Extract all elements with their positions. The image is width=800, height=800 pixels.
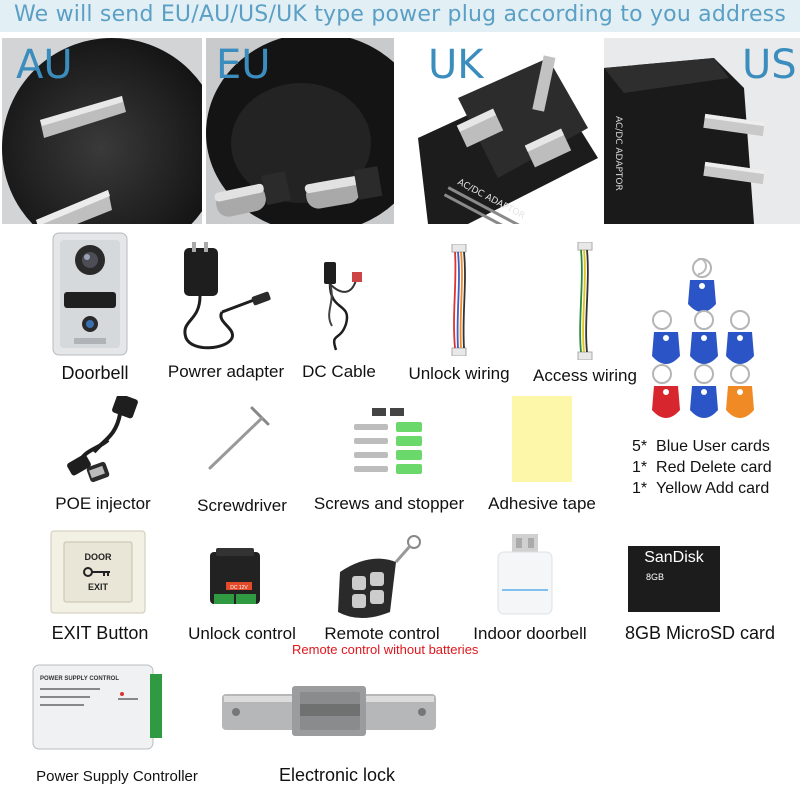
uk-label: UK [428,42,484,88]
unlock-wiring-image [440,243,480,357]
screwdriver-caption: Screwdriver [197,496,287,515]
screwdriver-image [204,404,274,474]
unlock-wiring-caption: Unlock wiring [408,364,510,383]
card-label-red: Red Delete card [656,459,772,476]
indoor-doorbell-caption: Indoor doorbell [473,624,587,643]
power-adapter-caption: Powrer adapter [167,362,285,381]
access-wiring-caption: Access wiring [533,366,637,385]
card-line-yellow: 1* Yellow Add card [632,480,769,498]
poe-injector-image [64,393,148,486]
unlock-control-image: DC 12V [206,546,264,610]
dc-cable-caption: DC Cable [302,362,376,381]
rfid-cards-image [650,257,790,434]
screws-image [344,408,434,482]
us-label: US [742,42,797,88]
sd-card-image: SanDisk 8GB [626,544,722,614]
unlock-control-label: DC 12V [230,585,248,591]
sd-card-caption: 8GB MicroSD card [624,623,776,643]
card-count-yellow: 1* [632,480,648,497]
remote-control-image [330,532,426,622]
exit-plate-top: DOOR [85,552,113,562]
electronic-lock-caption: Electronic lock [278,765,396,785]
card-line-red: 1* Red Delete card [632,459,772,477]
poe-injector-caption: POE injector [55,494,151,513]
us-adaptor-text: AC/DC ADAPTOR [613,116,623,191]
doorbell-image [52,232,128,356]
unlock-control-caption: Unlock control [188,624,296,643]
sd-brand: SanDisk [644,549,705,566]
sd-size: 8GB [646,572,664,582]
indoor-doorbell-image [496,534,554,616]
eu-plug-photo: EU [206,38,394,224]
exit-plate-bottom: EXIT [88,582,109,592]
psu-title: POWER SUPPLY CONTROL [40,676,119,682]
header-banner: We will send EU/AU/US/UK type power plug… [0,0,800,32]
card-line-blue: 5* Blue User cards [632,438,770,456]
exit-button-image: DOOR EXIT [50,530,146,614]
remote-control-note: Remote control without batteries [292,642,479,657]
access-wiring-image [566,241,606,361]
power-supply-image: POWER SUPPLY CONTROL [32,664,164,750]
banner-text: We will send EU/AU/US/UK type power plug… [14,2,786,27]
eu-label: EU [216,42,271,88]
adhesive-tape-image [512,396,572,482]
power-supply-caption: Power Supply Controller [36,768,198,785]
card-count-blue: 5* [632,438,648,455]
au-label: AU [16,42,73,88]
remote-control-caption: Remote control [324,624,440,643]
dc-cable-image [316,262,364,352]
doorbell-caption: Doorbell [61,363,129,383]
screws-caption: Screws and stopper [313,494,465,513]
adhesive-tape-caption: Adhesive tape [488,494,596,513]
electronic-lock-image [222,680,438,742]
au-plug-photo: AU [2,38,202,224]
power-adapter-image [176,242,272,354]
uk-plug-photo: AC/DC ADAPTOR UK [398,38,600,224]
card-label-blue: Blue User cards [656,438,770,455]
card-count-red: 1* [632,459,648,476]
us-plug-photo: AC/DC ADAPTOR US [604,38,800,224]
card-label-yellow: Yellow Add card [656,480,770,497]
exit-button-caption: EXIT Button [51,623,149,643]
